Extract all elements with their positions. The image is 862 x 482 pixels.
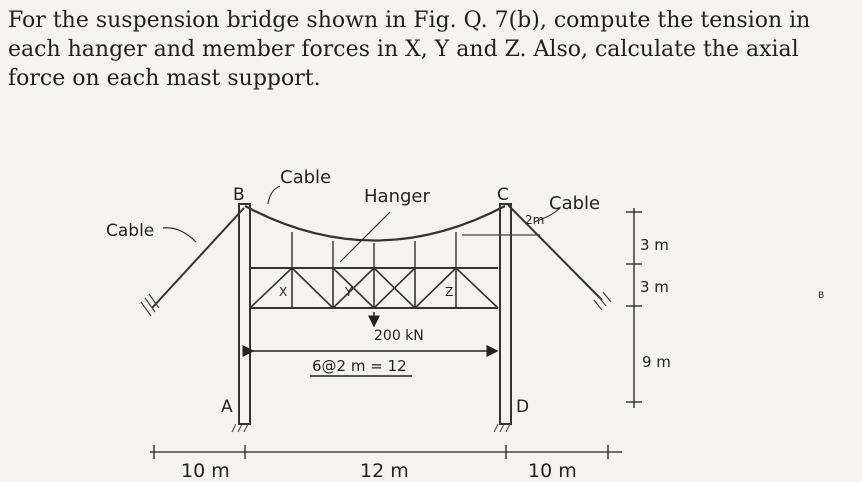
stray-mark: B (818, 291, 824, 301)
cable-left-leader (162, 227, 197, 243)
right-anchor-hatch (593, 291, 612, 311)
mast-ab (238, 203, 251, 425)
label-point-c: C (497, 185, 509, 205)
dimension-bottom-right: 10 m (528, 460, 577, 482)
label-cable-left: Cable (106, 221, 154, 241)
sag-leader (533, 207, 561, 223)
problem-line-1: For the suspension bridge shown in Fig. … (8, 8, 811, 33)
hangers (291, 232, 457, 268)
dimension-right-bottom: 9 m (642, 353, 671, 371)
mast-cd (499, 203, 512, 425)
label-member-y: Y (344, 285, 353, 299)
mast-ab-base (231, 423, 249, 433)
mast-cd-base (493, 423, 511, 433)
label-member-z: Z (445, 285, 453, 299)
dimension-bottom-left: 10 m (181, 460, 230, 482)
label-point-a: A (221, 397, 233, 417)
label-span: 6@2 m = 12 (312, 357, 407, 375)
label-cable-right: Cable (549, 193, 600, 214)
problem-line-2: each hanger and member forces in X, Y an… (8, 37, 799, 62)
problem-line-3: force on each mast support. (8, 66, 321, 91)
dimension-right-middle: 3 m (640, 278, 669, 296)
label-cable-top: Cable (280, 167, 331, 188)
dimension-right-top: 3 m (640, 236, 669, 254)
label-load: 200 kN (374, 328, 424, 344)
left-anchor-cable (151, 207, 245, 309)
hanger-leader (339, 211, 391, 263)
bottom-dimension-ticks (153, 445, 609, 459)
label-point-b: B (233, 185, 245, 205)
cable-top-leader (267, 185, 281, 205)
left-anchor-hatch (140, 293, 160, 317)
truss-web (249, 267, 499, 309)
right-anchor-cable (507, 204, 603, 301)
label-hanger: Hanger (364, 186, 430, 207)
label-point-d: D (516, 397, 529, 417)
problem-statement: For the suspension bridge shown in Fig. … (8, 6, 854, 93)
dimension-bottom-middle: 12 m (360, 460, 409, 482)
label-sag: 2m (525, 213, 544, 227)
main-cable (244, 205, 506, 242)
label-member-x: X (279, 285, 287, 299)
right-dimension-ticks (626, 211, 642, 403)
